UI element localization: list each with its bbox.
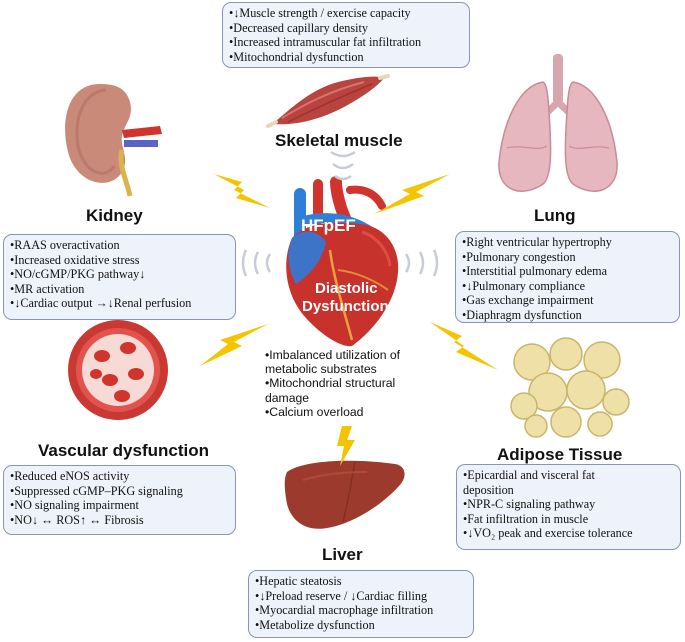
skeletal-muscle-icon <box>266 74 390 128</box>
kidney-title: Kidney <box>86 206 143 225</box>
vascular-box: •Reduced eNOS activity •Suppressed cGMP–… <box>3 465 236 535</box>
list-item: •NPR-C signaling pathway <box>463 497 596 512</box>
heart-icon <box>286 176 399 347</box>
skeletal-muscle-title: Skeletal muscle <box>275 131 403 150</box>
mechanism-line: •Calcium overload <box>265 404 364 419</box>
list-item: •Reduced eNOS activity <box>10 469 130 483</box>
mechanism-line: metabolic substrates <box>265 362 377 377</box>
list-item: •Myocardial macrophage infiltration <box>255 603 434 618</box>
list-item: •Interstitial pulmonary edema <box>462 264 608 279</box>
heart-subtitle-line1: Diastolic <box>315 280 378 297</box>
list-item: •Gas exchange impairment <box>462 293 594 308</box>
lightning-bolt-icon <box>430 322 498 370</box>
liver-icon <box>284 460 405 529</box>
kidney-box: •RAAS overactivation •Increased oxidativ… <box>3 234 236 320</box>
signal-waves-icon <box>404 249 439 277</box>
adipose-title: Adipose Tissue <box>497 445 623 464</box>
blood-vessel-icon <box>68 320 168 420</box>
list-item: •Increased oxidative stress <box>10 252 140 267</box>
lung-title: Lung <box>534 206 576 225</box>
list-item: •Decreased capillary density <box>229 20 368 35</box>
mechanism-line: •Mitochondrial structural <box>265 376 396 391</box>
lung-icon <box>498 54 618 192</box>
list-item: •↓Muscle strength / exercise capacity <box>229 6 411 20</box>
heart-title: HFpEF <box>301 216 356 235</box>
list-item: •↓Cardiac output →↓Renal perfusion <box>10 296 192 311</box>
skeletal-muscle-box: •↓Muscle strength / exercise capacity •D… <box>222 2 470 68</box>
lightning-bolt-icon <box>214 174 270 208</box>
signal-waves-icon <box>241 249 272 277</box>
list-item: •Mitochondrial dysfunction <box>229 49 364 64</box>
list-item: •Right ventricular hypertrophy <box>462 235 612 249</box>
list-item: •↓VO₂ peak and exercise tolerance <box>463 526 633 541</box>
list-item: •NO/cGMP/PKG pathway↓ <box>10 267 146 282</box>
list-item: •NO↓ ↔ ROS↑ ↔ Fibrosis <box>10 512 144 527</box>
list-item: •NO signaling impairment <box>10 498 139 513</box>
list-item: •MR activation <box>10 281 85 296</box>
list-item: •Fat infiltration in muscle <box>463 511 589 526</box>
signal-waves-icon <box>330 150 356 181</box>
mechanism-line: damage <box>265 390 310 405</box>
mechanism-line: •Imbalanced utilization of <box>265 348 401 362</box>
list-item: •Hepatic steatosis <box>255 574 342 588</box>
lightning-bolt-icon <box>374 174 450 214</box>
liver-title: Liver <box>322 545 363 564</box>
heart-subtitle-line2: Dysfunction <box>302 298 389 315</box>
list-item: •Suppressed cGMP–PKG signaling <box>10 483 183 498</box>
lightning-bolt-icon <box>200 324 268 366</box>
adipose-tissue-icon <box>510 337 630 438</box>
list-item: •Metabolize dysfunction <box>255 617 375 632</box>
list-item: •Diaphragm dysfunction <box>462 307 582 322</box>
vascular-title: Vascular dysfunction <box>38 441 209 460</box>
list-item: •Epicardial and visceral fat <box>463 468 595 482</box>
lung-box: •Right ventricular hypertrophy •Pulmonar… <box>455 231 680 323</box>
liver-box: •Hepatic steatosis •↓Preload reserve / ↓… <box>248 570 474 638</box>
list-item: •↓Preload reserve / ↓Cardiac filling <box>255 588 428 603</box>
list-item: •RAAS overactivation <box>10 238 120 252</box>
lightning-bolt-icon <box>337 426 355 466</box>
kidney-icon <box>65 84 162 197</box>
list-item: •↓Pulmonary compliance <box>462 278 586 293</box>
list-item: •Pulmonary congestion <box>462 249 576 264</box>
list-item: •Increased intramuscular fat infiltratio… <box>229 35 422 50</box>
list-item: deposition <box>463 482 514 497</box>
mechanisms-list: •Imbalanced utilization of metabolic sub… <box>265 348 400 419</box>
adipose-box: •Epicardial and visceral fat deposition … <box>456 464 681 550</box>
